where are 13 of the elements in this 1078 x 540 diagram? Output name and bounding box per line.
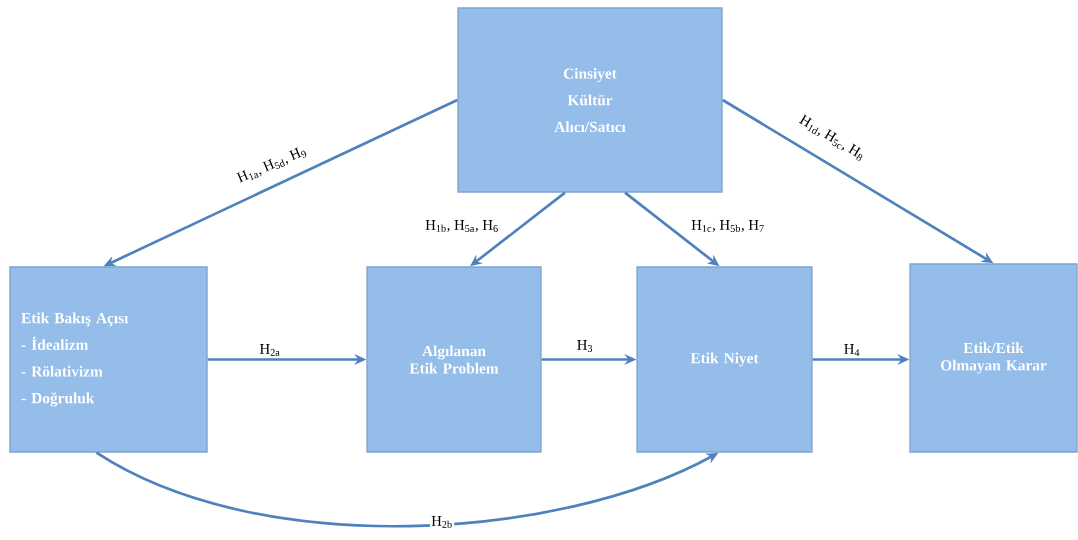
edge-label: H$_{1d}$, H$_{5c}$, H$_{8}$	[795, 112, 869, 164]
process-box: Algılanan Etik Problem	[366, 266, 542, 453]
edge-label: H$_{1b}$, H$_{5a}$, H$_{6}$	[423, 218, 501, 234]
edge-label: H$_{4}$	[842, 342, 862, 358]
process-box: Etik/Etik Olmayan Karar	[909, 263, 1078, 453]
edge-label: H$_{1c}$, H$_{5b}$, H$_{7}$	[689, 218, 767, 234]
edge-label: H$_{2b}$	[429, 514, 455, 530]
process-box: Etik Bakış Açısı - İdealizm - Rölativizm - Doğruluk	[9, 266, 208, 453]
edge-label: H$_{2a}$	[258, 342, 282, 358]
process-box: Cinsiyet Kültür Alıcı/Satıcı	[457, 7, 723, 193]
edge-label: H$_{3}$	[575, 338, 595, 354]
edge-label: H$_{1a}$, H$_{5d}$, H$_{9}$	[234, 143, 310, 187]
process-box: Etik Niyet	[636, 266, 813, 453]
